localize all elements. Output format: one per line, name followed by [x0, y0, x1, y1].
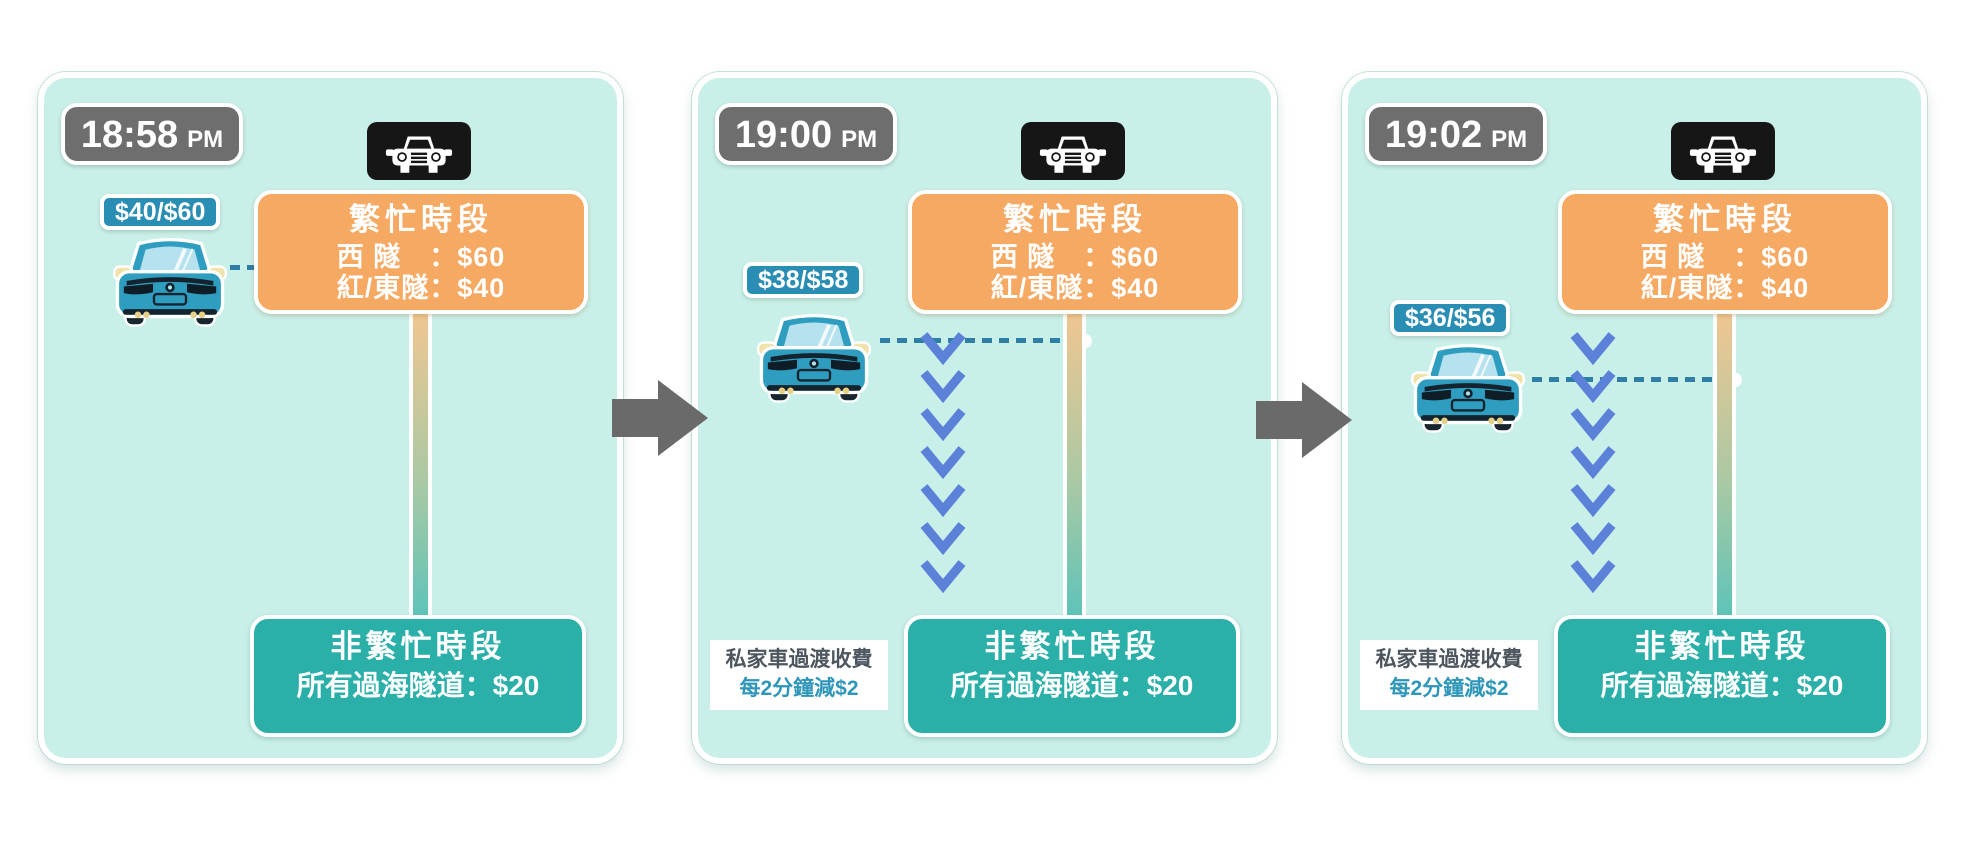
time-value: 19:02 — [1384, 114, 1483, 156]
toll-price-value: $36/$56 — [1405, 303, 1496, 332]
car-front-icon — [385, 136, 453, 173]
down-chevrons-icon — [920, 332, 966, 594]
transition-note-title: 私家車過渡收費 — [725, 648, 873, 671]
time-meridiem: PM — [187, 126, 224, 153]
down-chevrons-icon — [1570, 332, 1616, 594]
busy-period-sign: 繁忙時段 西 隧 ：$60 紅/東隧：$40 — [254, 190, 588, 314]
car-front-icon-box — [367, 122, 471, 180]
right-arrow-icon — [612, 380, 708, 456]
transition-note: 私家車過渡收費 每2分鐘減$2 — [1360, 640, 1538, 710]
busy-period-sign: 繁忙時段 西 隧 ：$60 紅/東隧：$40 — [1558, 190, 1892, 314]
car-front-icon-box — [1671, 122, 1775, 180]
busy-cross-harbour-rate: 紅/東隧：$40 — [990, 273, 1160, 303]
time-badge: 19:02 PM — [1365, 103, 1547, 165]
car-front-icon — [1039, 136, 1107, 173]
right-arrow-icon — [1256, 382, 1352, 458]
panel-1858: 18:58 PM 繁忙時段 西 隧 ：$60 紅/東 — [38, 72, 623, 764]
toll-price-tag: $38/$58 — [743, 262, 864, 298]
dash-connector-line — [1532, 377, 1716, 382]
offpeak-period-title: 非繁忙時段 — [1634, 629, 1810, 664]
offpeak-period-sign: 非繁忙時段 所有過海隧道：$20 — [250, 615, 586, 737]
transition-note-rate: 每2分鐘減$2 — [1389, 677, 1509, 700]
toll-price-value: $38/$58 — [758, 265, 849, 294]
signpost-pole — [1713, 308, 1736, 626]
busy-cross-harbour-rate: 紅/東隧：$40 — [1640, 273, 1810, 303]
busy-cross-harbour-rate: 紅/東隧：$40 — [336, 273, 506, 303]
busy-west-tunnel-rate: 西 隧 ：$60 — [1640, 242, 1810, 272]
dash-connector-line — [230, 265, 256, 270]
time-meridiem: PM — [1491, 126, 1528, 153]
signpost-pole — [1063, 308, 1086, 626]
busy-period-title: 繁忙時段 — [1653, 202, 1797, 237]
time-value: 18:58 — [80, 114, 179, 156]
busy-period-title: 繁忙時段 — [349, 202, 493, 237]
time-meridiem: PM — [841, 126, 878, 153]
offpeak-period-sign: 非繁忙時段 所有過海隧道：$20 — [904, 615, 1240, 737]
offpeak-all-tunnels-rate: 所有過海隧道：$20 — [296, 670, 540, 701]
transition-note-title: 私家車過渡收費 — [1375, 648, 1523, 671]
busy-west-tunnel-rate: 西 隧 ：$60 — [990, 242, 1160, 272]
toll-price-value: $40/$60 — [115, 197, 206, 226]
signpost-pole — [409, 308, 432, 626]
offpeak-all-tunnels-rate: 所有過海隧道：$20 — [1600, 670, 1844, 701]
busy-west-tunnel-rate: 西 隧 ：$60 — [336, 242, 506, 272]
time-badge: 19:00 PM — [715, 103, 897, 165]
time-value: 19:00 — [734, 114, 833, 156]
panel-1900: 19:00 PM 繁忙時段 西 隧 ：$60 紅/東 — [692, 72, 1277, 764]
transition-note-rate: 每2分鐘減$2 — [739, 677, 859, 700]
car-rear-illustration — [112, 238, 228, 327]
time-badge: 18:58 PM — [61, 103, 243, 165]
car-rear-illustration — [1410, 344, 1526, 433]
busy-period-sign: 繁忙時段 西 隧 ：$60 紅/東隧：$40 — [908, 190, 1242, 314]
offpeak-period-title: 非繁忙時段 — [330, 629, 506, 664]
offpeak-all-tunnels-rate: 所有過海隧道：$20 — [950, 670, 1194, 701]
toll-price-tag: $36/$56 — [1390, 300, 1511, 336]
busy-period-title: 繁忙時段 — [1003, 202, 1147, 237]
transition-note: 私家車過渡收費 每2分鐘減$2 — [710, 640, 888, 710]
car-rear-illustration — [756, 314, 872, 403]
offpeak-period-sign: 非繁忙時段 所有過海隧道：$20 — [1554, 615, 1890, 737]
dash-connector-line — [880, 338, 1066, 343]
offpeak-period-title: 非繁忙時段 — [984, 629, 1160, 664]
car-front-icon — [1689, 136, 1757, 173]
car-front-icon-box — [1021, 122, 1125, 180]
panel-1902: 19:02 PM 繁忙時段 西 隧 ：$60 紅/東 — [1342, 72, 1927, 764]
toll-price-tag: $40/$60 — [100, 194, 221, 230]
